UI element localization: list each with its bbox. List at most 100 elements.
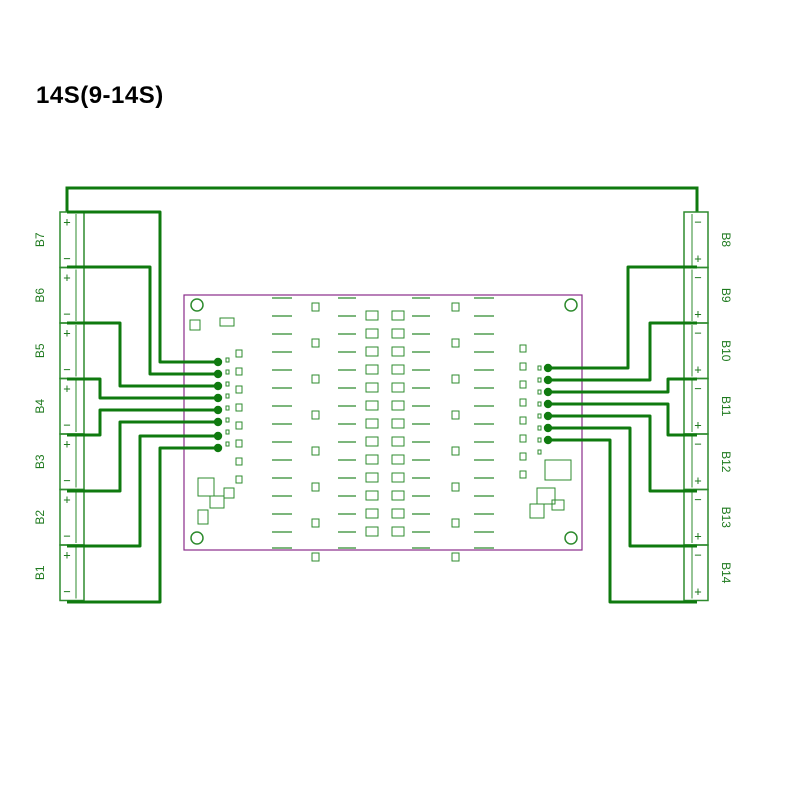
component-outline xyxy=(189,319,201,331)
connector-label: B13 xyxy=(719,507,733,529)
wire-b3-minus xyxy=(67,420,218,493)
terminal-plus: + xyxy=(694,252,701,266)
pin-pad xyxy=(213,417,223,427)
pin-pad xyxy=(543,363,553,373)
bridge-wire xyxy=(65,186,699,212)
pin-pad xyxy=(543,435,553,445)
component-outline xyxy=(311,482,320,492)
pin-pad xyxy=(213,357,223,367)
component-outline xyxy=(537,401,542,407)
component-outline xyxy=(451,302,460,312)
wire-b6-minus xyxy=(67,321,218,388)
terminal-plus: + xyxy=(694,585,701,599)
component-outline xyxy=(519,380,527,389)
component-outline xyxy=(519,362,527,371)
mosfet-outline xyxy=(365,472,379,483)
terminal-plus: + xyxy=(63,215,70,229)
connector-b7: +−B7 xyxy=(33,211,85,269)
connector-b4: +−B4 xyxy=(33,377,85,435)
mounting-hole xyxy=(190,531,204,545)
terminal-plus: + xyxy=(63,493,70,507)
wire-b14-plus xyxy=(548,438,697,604)
mosfet-outline xyxy=(365,508,379,519)
terminal-minus: − xyxy=(694,437,701,451)
wire-b1-minus xyxy=(67,446,218,604)
mounting-hole xyxy=(564,531,578,545)
component-outline xyxy=(551,499,565,511)
connector-label: B11 xyxy=(719,396,733,417)
mosfet-outline xyxy=(365,328,379,339)
component-outline xyxy=(225,429,230,435)
component-outline xyxy=(519,398,527,407)
wire-b10-plus xyxy=(548,377,697,394)
connector-b2: +−B2 xyxy=(33,488,85,546)
mosfet-outline xyxy=(365,400,379,411)
connector-label: B10 xyxy=(719,340,733,362)
connector-b5: +−B5 xyxy=(33,322,85,380)
connector-label: B4 xyxy=(33,399,47,414)
mosfet-outline xyxy=(365,418,379,429)
terminal-plus: + xyxy=(63,326,70,340)
component-outline xyxy=(209,495,225,509)
connector-b12: −+B12 xyxy=(683,433,733,491)
wire-b9-plus xyxy=(548,321,697,382)
terminal-plus: + xyxy=(694,418,701,432)
component-outline xyxy=(311,552,320,562)
component-outline xyxy=(519,416,527,425)
component-outline xyxy=(311,410,320,420)
component-outline xyxy=(311,302,320,312)
ic-outline xyxy=(544,459,572,481)
terminal-minus: − xyxy=(694,215,701,229)
terminal-minus: − xyxy=(63,418,70,432)
component-outline xyxy=(519,470,527,479)
component-outline xyxy=(223,487,235,499)
terminal-plus: + xyxy=(63,548,70,562)
component-outline xyxy=(537,413,542,419)
component-outline xyxy=(519,344,527,353)
terminal-minus: − xyxy=(694,271,701,285)
diagram-title: 14S(9-14S) xyxy=(36,82,164,109)
mosfet-outline xyxy=(365,526,379,537)
terminal-minus: − xyxy=(694,493,701,507)
mosfet-outline xyxy=(391,418,405,429)
left-connector-stack: +−B7+−B6+−B5+−B4+−B3+−B2+−B1 xyxy=(33,211,85,602)
connector-label: B6 xyxy=(33,288,47,303)
pin-pad xyxy=(213,369,223,379)
component-outline xyxy=(537,449,542,455)
connector-b14: −+B14 xyxy=(683,544,733,602)
wire-b4-minus xyxy=(67,408,218,437)
terminal-minus: − xyxy=(694,326,701,340)
mosfet-outline xyxy=(365,382,379,393)
pin-pad xyxy=(213,443,223,453)
component-outline xyxy=(451,552,460,562)
terminal-minus: − xyxy=(63,252,70,266)
connector-b10: − + B10 xyxy=(683,322,733,380)
component-outline xyxy=(451,338,460,348)
component-outline xyxy=(536,487,556,505)
pin-pad xyxy=(543,423,553,433)
terminal-minus: − xyxy=(63,585,70,599)
balance-wires xyxy=(67,210,697,604)
connector-label: B2 xyxy=(33,510,47,525)
wire-b8-plus xyxy=(548,265,697,370)
board-components xyxy=(189,297,572,562)
component-outline xyxy=(225,369,230,375)
component-outline xyxy=(519,434,527,443)
component-outline xyxy=(235,349,243,358)
terminal-plus: + xyxy=(694,363,701,377)
component-outline xyxy=(235,439,243,448)
terminal-minus: − xyxy=(63,474,70,488)
balance-pins xyxy=(213,357,553,453)
pin-pad xyxy=(543,375,553,385)
wire-b13-plus xyxy=(548,426,697,548)
terminal-minus: − xyxy=(63,363,70,377)
mosfet-outline xyxy=(365,490,379,501)
mounting-hole xyxy=(564,298,578,312)
component-outline xyxy=(235,421,243,430)
component-outline xyxy=(235,457,243,466)
connector-b8: −+B8 xyxy=(683,211,733,269)
pin-pad xyxy=(213,381,223,391)
mosfet-outline xyxy=(365,364,379,375)
component-outline xyxy=(235,385,243,394)
component-outline xyxy=(451,374,460,384)
